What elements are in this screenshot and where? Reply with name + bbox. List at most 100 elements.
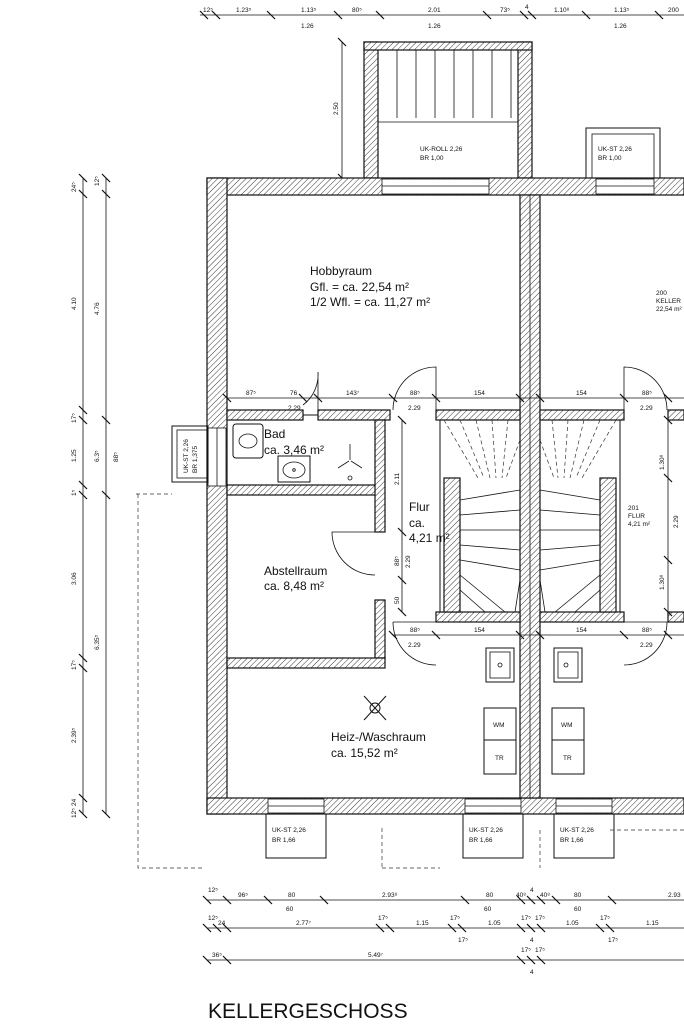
dim-bottom-r2-4: 17⁵ [378, 915, 388, 922]
room-labels: Hobbyraum Gfl. = ca. 22,54 m² 1/2 Wfl. =… [264, 264, 682, 760]
room-keller-right-name: KELLER [656, 298, 681, 305]
dim-bottom-r2-5: 1.15 [416, 920, 429, 927]
dim-left-6: 1⁵ [71, 489, 78, 496]
dim-top-8: 1.10⁸ [554, 7, 570, 14]
dim-flur-v-2: 88⁵ [394, 556, 401, 566]
dryer-label-right: TR [563, 755, 572, 762]
window-well-top-right: UK-ST 2,26 BR 1,00 [585, 127, 661, 179]
window-ukroll-line2: BR 1,00 [420, 155, 444, 162]
bottom-dimension-chains: 12⁵ 96⁵ 80 2.93⁸ 80 40⁸ 4 40⁸ 80 2.93 60… [202, 887, 684, 976]
window-ukroll-line1: UK-ROLL 2,26 [420, 146, 463, 153]
room-heiz-name: Heiz-/Waschraum [331, 730, 426, 744]
dim-bottom-10: 2.93 [668, 892, 681, 899]
dim-left-mid-2: 6.3⁵ [94, 450, 101, 462]
dim-stair-height: 2.50 [333, 102, 340, 115]
dim-left-mid-top: 12⁵ [94, 176, 101, 186]
window-b2-line1: UK-ST 2,26 [469, 827, 503, 834]
staircase-right [539, 419, 621, 613]
room-keller-right-num: 200 [656, 290, 667, 297]
room-flur-area: 4,21 m² [409, 531, 450, 545]
dim-right-v-3: 1.30⁸ [659, 574, 666, 590]
dim-bottom-r2-9: 17⁵ [535, 915, 545, 922]
dim-left-4: 17⁵ [71, 413, 78, 423]
dim-top-3: 1.13⁵ [301, 7, 317, 14]
dim-bottom-r2-7: 1.05 [488, 920, 501, 927]
dim-top-4: 80⁵ [352, 7, 362, 14]
dim-bottom-inner-sub-2: 2.29 [640, 642, 653, 649]
window-b1-line2: BR 1,66 [272, 837, 296, 844]
dim-inner-4: 88⁵ [410, 390, 420, 397]
dim-bottom-r2-sub-3: 17⁵ [608, 937, 618, 944]
dim-bottom-4: 2.93⁸ [382, 892, 398, 899]
room-hobby-wfl: 1/2 Wfl. = ca. 11,27 m² [310, 295, 430, 309]
room-keller-right-area: 22,54 m² [656, 306, 682, 313]
dim-top-sub-3: 1.26 [614, 23, 627, 30]
dim-left-9: 2.39⁵ [71, 727, 78, 743]
dim-bottom-sub-1: 60 [286, 906, 294, 913]
dim-flur-v-1: 2.11 [394, 472, 401, 485]
dim-left-7: 3.06 [71, 572, 78, 585]
top-dimension-chain: 12⁵ 1.23⁵ 1.13⁵ 80⁵ 2.01 73⁵ 4 1.10⁸ 1.1… [199, 4, 684, 30]
utility-fixtures: WM TR WM TR [363, 647, 585, 775]
room-abstell-name: Abstellraum [264, 564, 327, 578]
dim-bottom-r3-3: 17⁵ [521, 947, 531, 954]
dim-bottom-inner-3: 154 [576, 627, 587, 634]
window-top-right-line1: UK-ST 2,26 [598, 146, 632, 153]
dim-flur-v-3: 2.29 [405, 555, 412, 568]
room-flur-right-area: 4,21 m² [628, 521, 651, 528]
room-bad-name: Bad [264, 427, 285, 441]
dim-bottom-r3-2: 5.49⁷ [368, 952, 384, 959]
dim-left-11: 12⁵ [71, 808, 78, 818]
left-dimension-chains: 24⁵ 4.10 17⁵ 1.25 1⁵ 3.06 17⁵ 2.39⁵ 24 1… [71, 173, 120, 819]
dim-inner-sub-2: 2.29 [408, 405, 421, 412]
window-top-right-line2: BR 1,00 [598, 155, 622, 162]
dim-left-mid-1: 4.76 [94, 302, 101, 315]
dim-inner-3: 143⁷ [346, 390, 360, 397]
dim-top-7: 4 [525, 4, 529, 11]
dim-flur-v-4: 50 [394, 596, 401, 604]
window-left-line1: UK-ST 2,26 [183, 439, 190, 473]
inner-dimensions: 87⁵ 76 143⁷ 88⁵ 154 154 88⁵ 2.29 2.29 2.… [222, 390, 684, 649]
dim-bottom-inner-4: 88⁵ [642, 627, 652, 634]
dim-bottom-r3-sub: 4 [530, 969, 534, 976]
room-hobby-name: Hobbyraum [310, 264, 372, 278]
dim-top-10: 200 [668, 7, 679, 14]
dim-bottom-3: 80 [288, 892, 296, 899]
dim-top-9: 1.13⁵ [614, 7, 630, 14]
dim-bottom-9: 80 [574, 892, 582, 899]
dim-top-sub-1: 1.26 [301, 23, 314, 30]
dim-bottom-r2-6: 17⁵ [450, 915, 460, 922]
dim-inner-5: 154 [474, 390, 485, 397]
staircase-left [439, 419, 521, 613]
dim-bottom-1: 12⁵ [208, 887, 218, 894]
dim-bottom-r2-3: 2.77⁷ [296, 920, 312, 927]
dim-top-5: 2.01 [428, 7, 441, 14]
dim-bottom-r2-12: 1.15 [646, 920, 659, 927]
dim-top-sub-2: 1.26 [428, 23, 441, 30]
dim-bottom-sub-3: 60 [574, 906, 582, 913]
dim-right-v-1: 1.30⁸ [659, 454, 666, 470]
dim-bottom-inner-sub-1: 2.29 [408, 642, 421, 649]
room-flur-right-num: 201 [628, 505, 639, 512]
dim-left-mid-3: 6.35⁵ [94, 634, 101, 650]
room-hobby-area: Gfl. = ca. 22,54 m² [310, 280, 409, 294]
dim-inner-sub-1: 2.29 [288, 405, 301, 412]
dim-bottom-r2-8: 17⁵ [521, 915, 531, 922]
dim-bottom-inner-2: 154 [474, 627, 485, 634]
light-well-top: 2.50 UK-ROLL 2,26 BR 1,00 [333, 37, 533, 183]
dim-left-1: 24⁵ [71, 182, 78, 192]
dim-top-2: 1.23⁵ [236, 7, 252, 14]
dim-top-1: 12⁵ [203, 7, 213, 14]
dim-inner-6: 154 [576, 390, 587, 397]
window-b3-line2: BR 1,66 [560, 837, 584, 844]
dim-bottom-7: 4 [530, 887, 534, 894]
dim-bottom-r2-1: 12⁵ [208, 915, 218, 922]
dim-left-inner: 88⁵ [113, 452, 120, 462]
window-wells-bottom: UK-ST 2,26 BR 1,66 UK-ST 2,26 BR 1,66 UK… [265, 813, 615, 859]
dim-inner-7: 88⁵ [642, 390, 652, 397]
dim-left-5: 1.25 [71, 449, 78, 462]
dim-bottom-r2-11: 17⁵ [600, 915, 610, 922]
window-b3-line1: UK-ST 2,26 [560, 827, 594, 834]
dim-bottom-inner-1: 88⁵ [410, 627, 420, 634]
